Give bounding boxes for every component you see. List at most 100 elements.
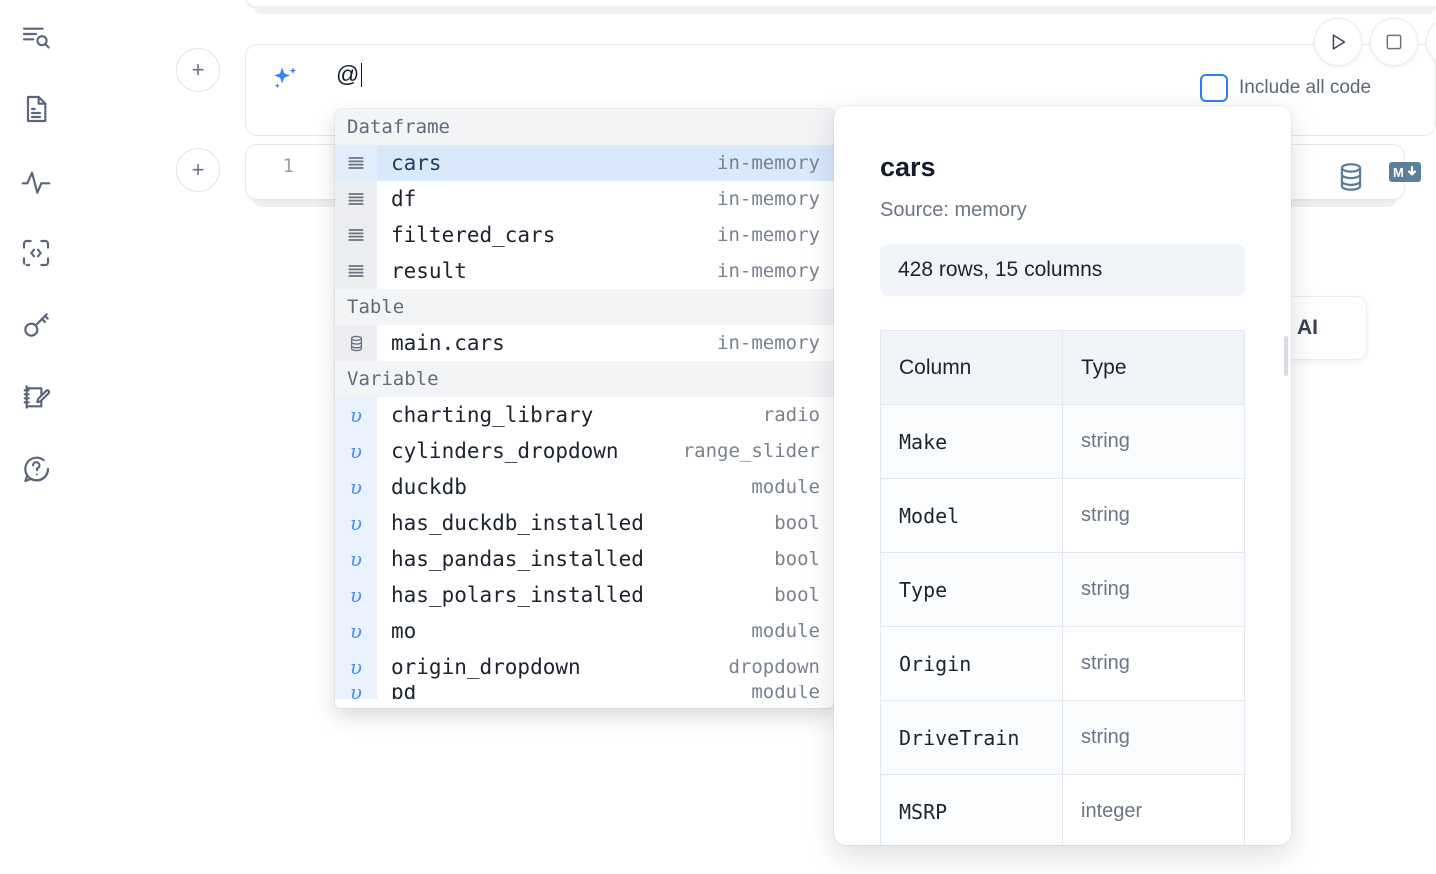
variable-upsilon-icon: υ [335,433,377,469]
dataframe-doc-panel: cars Source: memory 428 rows, 15 columns… [834,106,1291,845]
doc-schema-header-cell: Column [880,330,1063,405]
variable-upsilon-icon: υ [335,397,377,433]
autocomplete-item-type: in-memory [717,224,820,246]
autocomplete-item-type: dropdown [728,656,820,678]
variable-upsilon-icon: υ [335,649,377,685]
variable-upsilon-icon: υ [335,541,377,577]
autocomplete-item-type: module [751,620,820,642]
doc-column-name: DriveTrain [880,700,1063,775]
include-all-code-checkbox[interactable] [1200,74,1228,102]
help-chat-icon[interactable] [14,447,58,491]
autocomplete-item-name: has_pandas_installed [391,547,644,571]
dataframe-rows-icon [335,145,377,181]
dataframe-rows-icon [335,217,377,253]
key-icon[interactable] [14,303,58,347]
left-icon-rail [0,0,72,874]
autocomplete-item[interactable]: υ origin_dropdown dropdown [335,649,834,685]
autocomplete-item-name: cylinders_dropdown [391,439,619,463]
include-all-code-label: Include all code [1239,77,1372,98]
autocomplete-item[interactable]: υ has_pandas_installed bool [335,541,834,577]
autocomplete-item[interactable]: df in-memory [335,181,834,217]
document-icon[interactable] [14,87,58,131]
autocomplete-item-type: module [751,476,820,498]
autocomplete-item-name: has_polars_installed [391,583,644,607]
doc-column-name: Origin [880,626,1063,701]
svg-text:M: M [1393,165,1404,180]
doc-scrollbar[interactable] [1284,336,1288,376]
doc-column-type: integer [1062,774,1245,845]
code-snippet-icon[interactable] [14,231,58,275]
autocomplete-item-type: bool [774,548,820,570]
variable-upsilon-icon: υ [335,469,377,505]
autocomplete-item-name: df [391,187,417,211]
scratchpad-edit-icon[interactable] [14,375,58,419]
sparkle-ai-icon [268,63,302,97]
autocomplete-item-name: charting_library [391,403,594,427]
autocomplete-group-header: Dataframe [335,109,834,145]
autocomplete-item[interactable]: υ cylinders_dropdown range_slider [335,433,834,469]
autocomplete-item-name: cars [391,151,442,175]
dataframe-rows-icon [335,253,377,289]
dataframe-rows-icon [335,181,377,217]
autocomplete-item-name: mo [391,619,417,643]
autocomplete-item-name: result [391,259,467,283]
autocomplete-item[interactable]: cars in-memory [335,145,834,181]
database-table-icon [335,325,377,361]
variable-upsilon-icon: υ [335,613,377,649]
doc-column-name: Make [880,404,1063,479]
add-cell-above-button[interactable]: + [176,48,220,92]
autocomplete-item-name: pd [391,685,417,699]
doc-column-type: string [1062,404,1245,479]
markdown-down-icon[interactable]: M [1388,160,1422,189]
run-button[interactable] [1314,18,1362,66]
activity-pulse-icon[interactable] [14,160,58,204]
autocomplete-item-name: origin_dropdown [391,655,581,679]
autocomplete-item-type: in-memory [717,152,820,174]
code-line-number: 1 [282,155,294,177]
doc-column-type: string [1062,626,1245,701]
doc-source: Source: memory [880,199,1027,221]
autocomplete-item-type: bool [774,584,820,606]
ai-prompt-value: @ [336,61,360,87]
doc-shape-badge: 428 rows, 15 columns [880,244,1245,296]
autocomplete-item-type: radio [762,404,820,426]
autocomplete-item-type: in-memory [717,188,820,210]
autocomplete-item-type: range_slider [682,440,820,462]
ai-prompt-input[interactable]: @ [336,61,363,88]
autocomplete-item-type: module [751,685,820,699]
doc-column-name: Model [880,478,1063,553]
database-icon[interactable] [1334,160,1368,199]
stop-button[interactable] [1370,18,1418,66]
doc-column-type: string [1062,700,1245,775]
doc-schema-header-cell: Type [1062,330,1245,405]
variable-upsilon-icon: υ [335,505,377,541]
include-all-code-row[interactable]: Include all code [1200,74,1371,102]
autocomplete-item-type: in-memory [717,332,820,354]
doc-column-name: Type [880,552,1063,627]
autocomplete-item-name: main.cars [391,331,505,355]
add-cell-below-button[interactable]: + [176,148,220,192]
doc-title: cars [880,152,936,182]
text-caret [360,63,363,87]
autocomplete-item-name: duckdb [391,475,467,499]
autocomplete-item[interactable]: main.cars in-memory [335,325,834,361]
file-explorer-search-icon[interactable] [14,16,58,60]
autocomplete-item[interactable]: υ charting_library radio [335,397,834,433]
previous-cell-shadow [253,6,1436,14]
